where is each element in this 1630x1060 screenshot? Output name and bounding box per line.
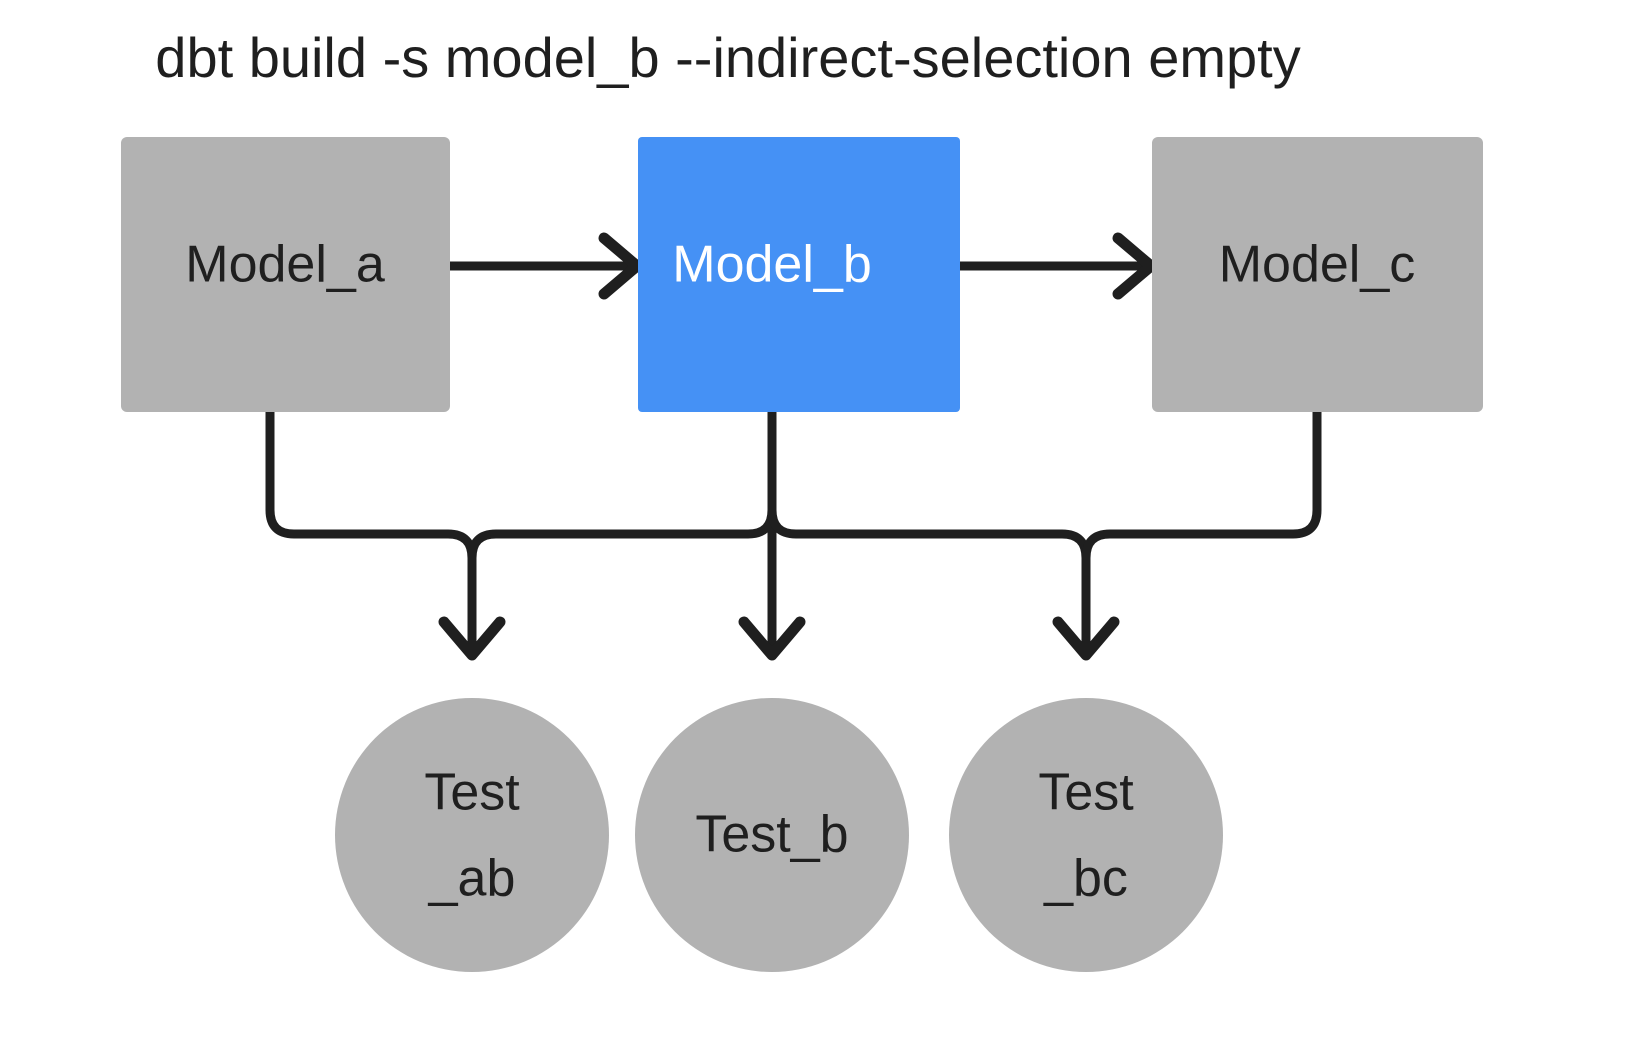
node-test-ab[interactable]: Test _ab	[335, 698, 609, 972]
node-test-ab-shape[interactable]	[335, 698, 609, 972]
node-model-a[interactable]: Model_a	[121, 137, 450, 412]
node-model-a-label: Model_a	[185, 236, 385, 294]
edge-model-c-to-test-bc	[1081, 412, 1322, 559]
node-model-a-shape[interactable]	[121, 137, 450, 412]
node-model-c-label: Model_c	[1219, 236, 1416, 294]
node-model-c[interactable]: Model_c	[1152, 137, 1483, 412]
node-model-b-label: Model_b	[672, 236, 871, 294]
node-test-bc-shape[interactable]	[949, 698, 1223, 972]
edge-model-b-to-test-bc	[767, 412, 1120, 661]
diagram-title: dbt build -s model_b --indirect-selectio…	[155, 26, 1300, 89]
node-test-ab-label-line1: Test	[424, 764, 520, 822]
node-test-b[interactable]: Test_b	[635, 698, 909, 972]
node-test-bc-label-line2: _bc	[1043, 850, 1128, 908]
edge-model-b-to-model-c	[960, 232, 1157, 300]
node-model-b-shape[interactable]	[638, 137, 960, 412]
node-test-b-label-line1: Test_b	[695, 806, 848, 864]
node-test-ab-label-line2: _ab	[428, 850, 516, 908]
edge-model-a-to-test-ab	[265, 412, 506, 661]
node-model-c-shape[interactable]	[1152, 137, 1483, 412]
edge-model-a-to-model-b	[450, 232, 643, 300]
node-test-b-shape[interactable]	[635, 698, 909, 972]
node-test-bc[interactable]: Test _bc	[949, 698, 1223, 972]
edge-model-b-to-test-ab	[467, 412, 777, 559]
node-test-bc-label-line1: Test	[1038, 764, 1134, 822]
node-model-b[interactable]: Model_b	[638, 137, 960, 412]
